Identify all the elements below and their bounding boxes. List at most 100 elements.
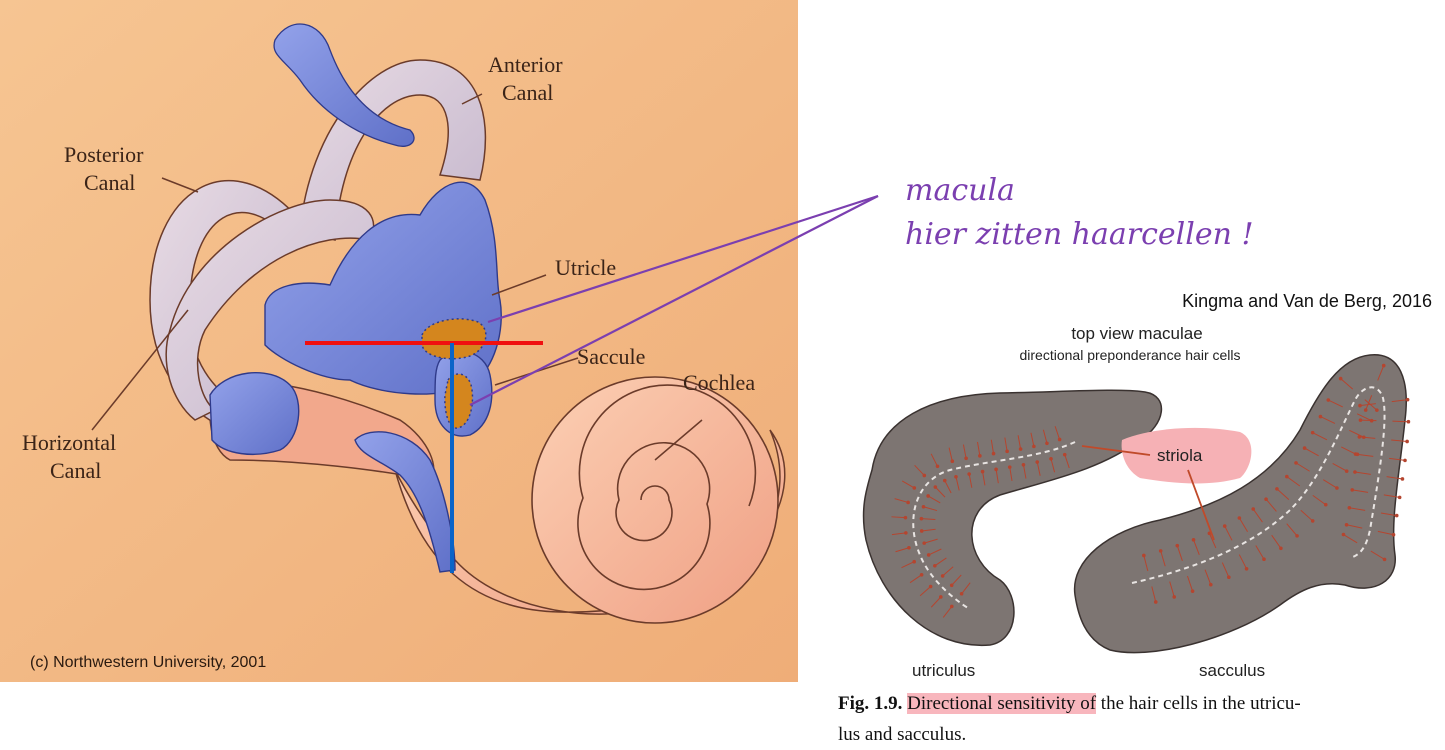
sacculus-hair-cell-arrow: [1208, 533, 1217, 549]
sacculus-hair-cell-arrow: [1392, 420, 1409, 423]
sacculus-hair-cell-arrow-head: [1405, 439, 1409, 444]
sacculus-hair-cell-arrow: [1323, 479, 1338, 489]
maculae-subtitle: directional preponderance hair cells: [1019, 347, 1240, 363]
cochlea-label: Cochlea: [683, 370, 755, 395]
utriculus-hair-cell-arrow-head: [904, 531, 908, 535]
sacculus-hair-cell-arrow-head: [1363, 408, 1368, 412]
label-leader-lines: [91, 93, 703, 461]
sacculus-hair-cell-arrow-head: [1142, 553, 1146, 558]
utriculus-hair-cell-arrow: [1042, 429, 1048, 444]
utriculus-hair-cell-arrow: [930, 596, 942, 608]
sacculus-hair-cell-arrow-head: [1175, 543, 1180, 548]
sacculus-hair-cell-arrow: [1204, 569, 1212, 585]
utriculus-hair-cell-arrow: [995, 469, 999, 484]
annotation-pointer-line-upper: [487, 194, 879, 324]
sacculus-hair-cell-arrow: [1383, 494, 1400, 498]
utriculus-hair-cell-arrow-head: [1021, 462, 1026, 467]
sacculus-hair-cell-arrow: [1295, 462, 1310, 472]
utriculus-hair-cell-arrow: [934, 557, 947, 567]
utriculus-hair-cell-arrow-head: [959, 591, 964, 596]
sacculus-hair-cell-arrow: [1193, 539, 1200, 555]
utriculus-hair-cell-arrow: [895, 547, 910, 553]
sacculus-hair-cell-arrow-head: [1358, 403, 1362, 408]
striola-pointer-utriculus: [1081, 445, 1151, 456]
utriculus-hair-cell-arrow-head: [954, 474, 958, 479]
sacculus-hair-cell-arrow-head: [1397, 495, 1402, 500]
sacculus-hair-cell-arrow-head: [1294, 461, 1298, 465]
sacculus-hair-cell-arrow: [1359, 403, 1376, 407]
utriculus-hair-cell-arrow-head: [919, 529, 924, 533]
sacculus-hair-cell-arrow: [1169, 581, 1175, 598]
ampulla: [209, 372, 300, 455]
utriculus-hair-cell-arrow: [961, 582, 971, 595]
sacculus-hair-cell-arrow-head: [1335, 486, 1339, 490]
sacculus-hair-cell-arrow-head: [1302, 446, 1307, 450]
sacculus-hair-cell-arrow-head: [1264, 497, 1268, 501]
sacculus-hair-cell-arrow-head: [1191, 538, 1196, 542]
utriculus-hair-cell-arrow-head: [922, 473, 927, 478]
utriculus-hair-cell-arrow: [948, 447, 953, 462]
horizontal-canal: [165, 199, 375, 421]
sacculus-hair-cell-arrow: [1380, 512, 1397, 517]
maculae-title: top view maculae: [1071, 324, 1202, 343]
sacculus-hair-cell-arrow-head: [1338, 376, 1343, 381]
sacculus-hair-cell-arrow-head: [1279, 546, 1283, 551]
sacculus-hair-cell-arrow: [1341, 446, 1356, 455]
utriculus-hair-cell-arrow-head: [921, 504, 926, 509]
sacculus-hair-cell-arrow-head: [1350, 488, 1355, 492]
sacculus-hair-cell-arrow: [1252, 508, 1263, 523]
saccule-label: Saccule: [577, 344, 645, 369]
utriculus-hair-cell-arrow-head: [978, 454, 982, 458]
utriculus-hair-cell-arrow-head: [933, 564, 937, 568]
horizontal-canal-label: Horizontal Canal: [22, 430, 122, 483]
sacculus-hair-cell-arrow: [1187, 575, 1194, 592]
sacculus-hair-cell-arrow: [1349, 507, 1366, 511]
striola-pointer-sacculus: [1187, 469, 1215, 541]
sacculus-hair-cell-arrow-head: [1310, 519, 1315, 523]
utriculus-hair-cell-arrow: [923, 506, 938, 512]
sacculus-hair-cell-arrow: [1238, 554, 1248, 570]
sacculus-hair-cell-arrow: [1276, 488, 1290, 500]
utriculus-hair-cell-arrow: [1030, 432, 1035, 447]
sacculus-striola: [1131, 386, 1386, 584]
sacculus-hair-cell-arrow-head: [1400, 477, 1405, 481]
annotation-pointer-line-lower: [469, 195, 879, 406]
sacculus-hair-cell-arrow-head: [1318, 414, 1323, 419]
sacculus-hair-cell-arrow-head: [1355, 452, 1360, 457]
sacculus-hair-cell-arrow: [1360, 419, 1377, 422]
utriculus-hair-cell-arrow: [1054, 426, 1061, 440]
utriculus-hair-cell-arrow-head: [919, 516, 924, 521]
handwritten-note: macula hier zitten haarcellen !: [905, 173, 1254, 252]
utriculus-hair-cell-arrow: [942, 606, 953, 618]
figure-caption: Fig. 1.9. Directional sensitivity of the…: [838, 688, 1428, 750]
sacculus-hair-cell-arrow: [1286, 523, 1298, 537]
utriculus-hair-cell-arrow-head: [907, 545, 911, 550]
sacculus-hair-cell-arrow: [1364, 399, 1378, 411]
utriculus-hair-cell-arrow-head: [1049, 456, 1053, 461]
sacculus-hair-cell-arrow: [1352, 489, 1369, 493]
utriculus-hair-cell-arrow-head: [1018, 447, 1023, 451]
sacculus-hair-cell-arrow-head: [1237, 516, 1242, 520]
sacculus-hair-cell-arrow-head: [1326, 398, 1331, 402]
utriculus-hair-cell-arrow: [891, 532, 906, 536]
utriculus-hair-cell-arrow-head: [950, 459, 955, 464]
utriculus-hair-cell-arrow: [951, 574, 962, 586]
utriculus-hair-cell-arrow: [928, 548, 942, 556]
utriculus-hair-cell-arrow: [1009, 467, 1013, 482]
utriculus-hair-cell-arrow-head: [1032, 444, 1036, 449]
sacculus-hair-cell-arrow-head: [1262, 557, 1266, 562]
hair-cell-arrows: [891, 363, 1411, 618]
sacculus-hair-cell-arrow-head: [1406, 419, 1411, 424]
utriculus-hair-cell-arrow: [977, 441, 981, 456]
sacculus-hair-cell-arrow-head: [1391, 532, 1396, 537]
utriculus-hair-cell-arrow-head: [1007, 465, 1012, 469]
citation-text: Kingma and Van de Berg, 2016: [1182, 291, 1432, 311]
sacculus-hair-cell-arrow: [1349, 429, 1365, 438]
sacculus-hair-cell-arrow-head: [1357, 435, 1362, 439]
utriculus-hair-cell-arrow-head: [940, 574, 945, 578]
sacculus-label: sacculus: [1199, 661, 1265, 680]
utriculus-hair-cell-arrow-head: [1057, 437, 1062, 442]
utriculus-hair-cell-arrow-head: [928, 584, 933, 589]
utriculus-hair-cell-arrow-head: [1005, 449, 1009, 454]
utriculus-hair-cell-arrow: [944, 480, 952, 494]
